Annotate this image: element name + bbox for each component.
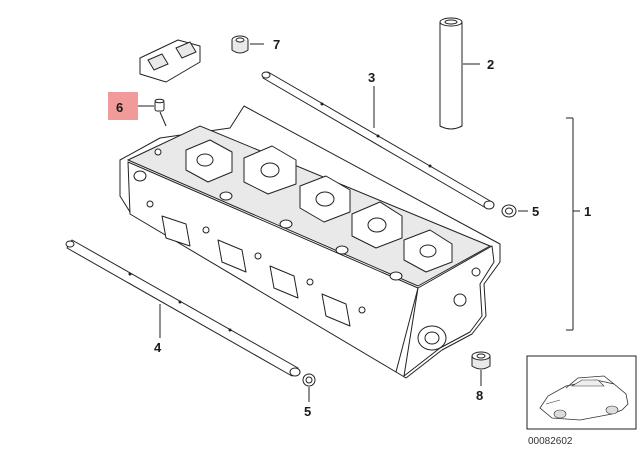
part-2-sleeve[interactable] <box>439 17 463 130</box>
callout-5-right[interactable]: 5 <box>532 204 539 219</box>
part-3-shaft[interactable] <box>261 71 495 210</box>
part-1-cylinder-head[interactable] <box>119 105 501 379</box>
callout-2[interactable]: 2 <box>487 57 494 72</box>
callout-1[interactable]: 1 <box>584 204 591 219</box>
leader-6-down <box>159 111 167 127</box>
vehicle-locator-thumbnail <box>526 355 637 430</box>
part-5-plug-bottom[interactable] <box>302 373 316 387</box>
part-8-plug[interactable] <box>471 351 491 370</box>
callout-4[interactable]: 4 <box>154 340 162 355</box>
callout-8[interactable]: 8 <box>476 388 483 403</box>
highlight-6 <box>108 92 138 120</box>
callout-7[interactable]: 7 <box>273 37 280 52</box>
part-6-dowel-sleeve[interactable] <box>154 98 165 112</box>
leader-1 <box>566 117 580 331</box>
camshaft-bearing-cap <box>139 39 201 83</box>
callout-5-bottom[interactable]: 5 <box>304 404 311 419</box>
callout-3[interactable]: 3 <box>368 70 375 85</box>
part-5-plug-right[interactable] <box>501 204 517 218</box>
part-7-grommet[interactable] <box>231 35 249 54</box>
part-4-shaft[interactable] <box>65 239 301 377</box>
diagram-number: 00082602 <box>528 436 573 447</box>
callout-6[interactable]: 6 <box>116 100 123 115</box>
